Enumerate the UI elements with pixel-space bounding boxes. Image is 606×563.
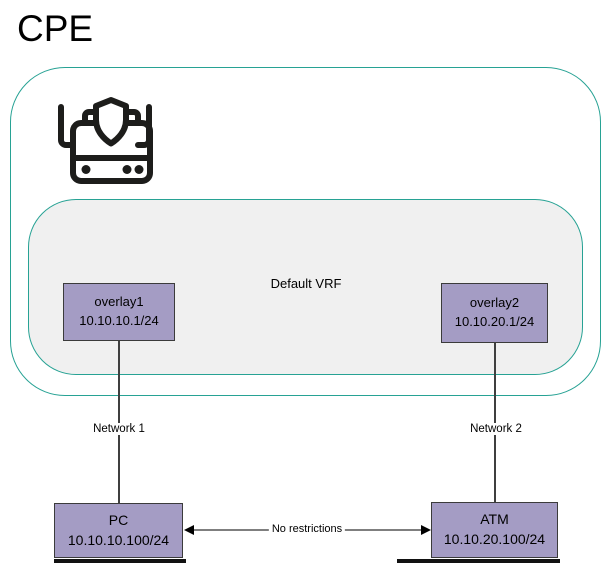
node-overlay1-name: overlay1 (94, 294, 144, 310)
node-overlay1-ip: 10.10.10.1/24 (79, 313, 159, 328)
node-atm-ip: 10.10.20.100/24 (443, 531, 546, 547)
node-overlay2: overlay2 10.10.20.1/24 (441, 283, 548, 343)
node-pc-ip: 10.10.10.100/24 (67, 531, 170, 548)
node-overlay2-name: overlay2 (469, 295, 520, 311)
arrowhead-left-icon (184, 525, 194, 535)
arrowhead-right-icon (421, 525, 431, 535)
link-network2-line (494, 343, 496, 502)
shield-icon (93, 97, 129, 147)
cutoff-artifact-left (54, 559, 186, 563)
connection-label: No restrictions (268, 523, 346, 535)
node-overlay2-ip: 10.10.20.1/24 (454, 314, 535, 329)
link-network1-line (118, 341, 120, 503)
node-atm: ATM 10.10.20.100/24 (431, 502, 558, 558)
antenna-left (58, 104, 75, 148)
link-network2-label: Network 2 (467, 423, 525, 435)
default-vrf-label: Default VRF (270, 276, 342, 291)
node-atm-name: ATM (480, 511, 509, 528)
link-network1-label: Network 1 (90, 423, 148, 435)
node-pc: PC 10.10.10.100/24 (54, 503, 183, 558)
firewall-router-icon (56, 96, 154, 188)
node-pc-name: PC (108, 511, 129, 528)
cutoff-artifact-right (397, 559, 560, 563)
node-overlay1: overlay1 10.10.10.1/24 (63, 283, 175, 341)
page-title: CPE (17, 8, 94, 49)
